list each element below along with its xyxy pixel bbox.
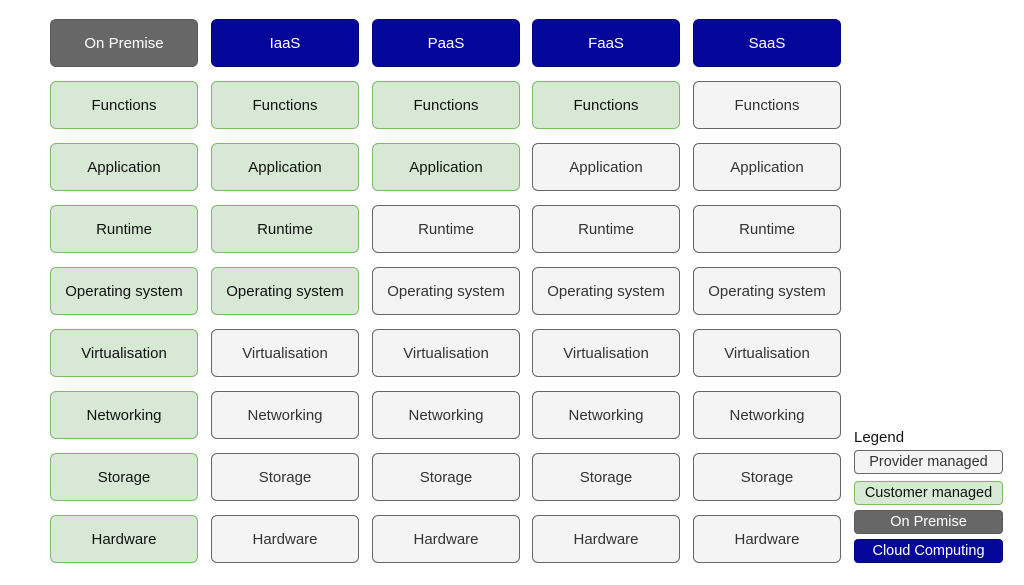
- saas-networking-cell: Networking: [693, 391, 841, 439]
- paas-functions-cell: Functions: [372, 81, 520, 129]
- iaas-storage-cell: Storage: [211, 453, 359, 501]
- faas-storage-cell: Storage: [532, 453, 680, 501]
- iaas-virtualisation-cell: Virtualisation: [211, 329, 359, 377]
- on-premise-application-cell: Application: [50, 143, 198, 191]
- paas-storage-cell: Storage: [372, 453, 520, 501]
- column-header-paas: PaaS: [372, 19, 520, 67]
- paas-operating-system-cell: Operating system: [372, 267, 520, 315]
- paas-networking-cell: Networking: [372, 391, 520, 439]
- saas-functions-cell: Functions: [693, 81, 841, 129]
- paas-virtualisation-cell: Virtualisation: [372, 329, 520, 377]
- paas-hardware-cell: Hardware: [372, 515, 520, 563]
- faas-networking-cell: Networking: [532, 391, 680, 439]
- on-premise-operating-system-cell: Operating system: [50, 267, 198, 315]
- column-header-on-premise: On Premise: [50, 19, 198, 67]
- paas-application-cell: Application: [372, 143, 520, 191]
- iaas-runtime-cell: Runtime: [211, 205, 359, 253]
- legend-item-customer: Customer managed: [854, 481, 1003, 505]
- faas-hardware-cell: Hardware: [532, 515, 680, 563]
- saas-runtime-cell: Runtime: [693, 205, 841, 253]
- saas-storage-cell: Storage: [693, 453, 841, 501]
- faas-operating-system-cell: Operating system: [532, 267, 680, 315]
- iaas-application-cell: Application: [211, 143, 359, 191]
- faas-functions-cell: Functions: [532, 81, 680, 129]
- on-premise-hardware-cell: Hardware: [50, 515, 198, 563]
- iaas-functions-cell: Functions: [211, 81, 359, 129]
- saas-application-cell: Application: [693, 143, 841, 191]
- saas-hardware-cell: Hardware: [693, 515, 841, 563]
- iaas-hardware-cell: Hardware: [211, 515, 359, 563]
- iaas-networking-cell: Networking: [211, 391, 359, 439]
- column-header-iaas: IaaS: [211, 19, 359, 67]
- paas-runtime-cell: Runtime: [372, 205, 520, 253]
- legend-title: Legend: [854, 429, 905, 446]
- on-premise-networking-cell: Networking: [50, 391, 198, 439]
- saas-virtualisation-cell: Virtualisation: [693, 329, 841, 377]
- legend-item-cloud: Cloud Computing: [854, 539, 1003, 563]
- saas-operating-system-cell: Operating system: [693, 267, 841, 315]
- on-premise-storage-cell: Storage: [50, 453, 198, 501]
- legend-item-onprem: On Premise: [854, 510, 1003, 534]
- column-header-saas: SaaS: [693, 19, 841, 67]
- on-premise-functions-cell: Functions: [50, 81, 198, 129]
- on-premise-virtualisation-cell: Virtualisation: [50, 329, 198, 377]
- column-header-faas: FaaS: [532, 19, 680, 67]
- faas-runtime-cell: Runtime: [532, 205, 680, 253]
- on-premise-runtime-cell: Runtime: [50, 205, 198, 253]
- faas-virtualisation-cell: Virtualisation: [532, 329, 680, 377]
- iaas-operating-system-cell: Operating system: [211, 267, 359, 315]
- faas-application-cell: Application: [532, 143, 680, 191]
- legend-item-provider: Provider managed: [854, 450, 1003, 474]
